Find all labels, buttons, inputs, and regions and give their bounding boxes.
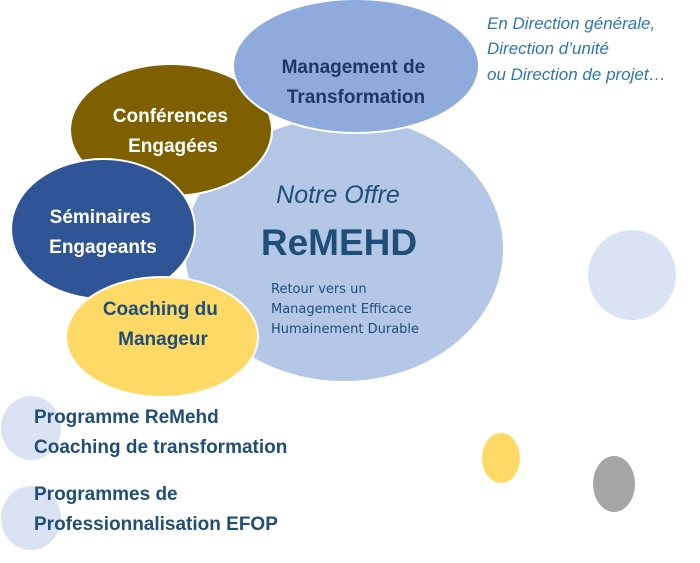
program-2-line1: Programmes de <box>34 484 178 505</box>
program-item-2: Programmes de Professionnalisation EFOP <box>34 484 278 535</box>
bullet-circle-1 <box>1 396 61 460</box>
offer-description-line2: Management Efficace <box>271 302 412 317</box>
conferences-label: Conférences Engagées <box>113 106 233 157</box>
management-bubble-front <box>232 0 480 134</box>
coaching-label-line1: Coaching du <box>103 299 218 320</box>
coaching-label: Coaching du Manageur <box>103 299 223 350</box>
program-item-1: Programme ReMehd Coaching de transformat… <box>34 407 287 458</box>
offer-description-line1: Retour vers un <box>271 282 367 297</box>
seminaires-label: Séminaires Engageants <box>49 207 157 258</box>
decorative-light-circle <box>588 230 676 320</box>
management-label: Management de Transformation <box>282 57 431 108</box>
offer-title: ReMEHD <box>261 222 417 263</box>
offer-heading: Notre Offre <box>276 181 400 209</box>
conferences-label-line2: Engagées <box>128 136 218 157</box>
seminaires-label-line2: Engageants <box>49 237 157 258</box>
program-1-line1: Programme ReMehd <box>34 407 219 428</box>
program-1-line2: Coaching de transformation <box>34 437 287 458</box>
coaching-label-line2: Manageur <box>118 329 208 350</box>
scope-note-line1: En Direction générale, <box>487 14 655 33</box>
decorative-gray-dot <box>593 456 635 512</box>
decorative-yellow-dot <box>482 433 520 483</box>
program-2-line2: Professionnalisation EFOP <box>34 514 278 535</box>
offer-description: Retour vers un Management Efficace Humai… <box>271 282 419 337</box>
bullet-circle-2 <box>1 486 61 550</box>
management-label-line1: Management de <box>282 57 426 78</box>
coaching-bubble <box>65 276 259 398</box>
scope-note-line3: ou Direction de projet… <box>487 65 666 84</box>
management-label-line2: Transformation <box>287 87 425 108</box>
seminaires-label-line1: Séminaires <box>50 207 151 228</box>
scope-note-line2: Direction d’unité <box>487 39 609 58</box>
offer-description-line3: Humainement Durable <box>271 322 419 337</box>
scope-note: En Direction générale, Direction d’unité… <box>487 14 666 84</box>
conferences-label-line1: Conférences <box>113 106 228 127</box>
